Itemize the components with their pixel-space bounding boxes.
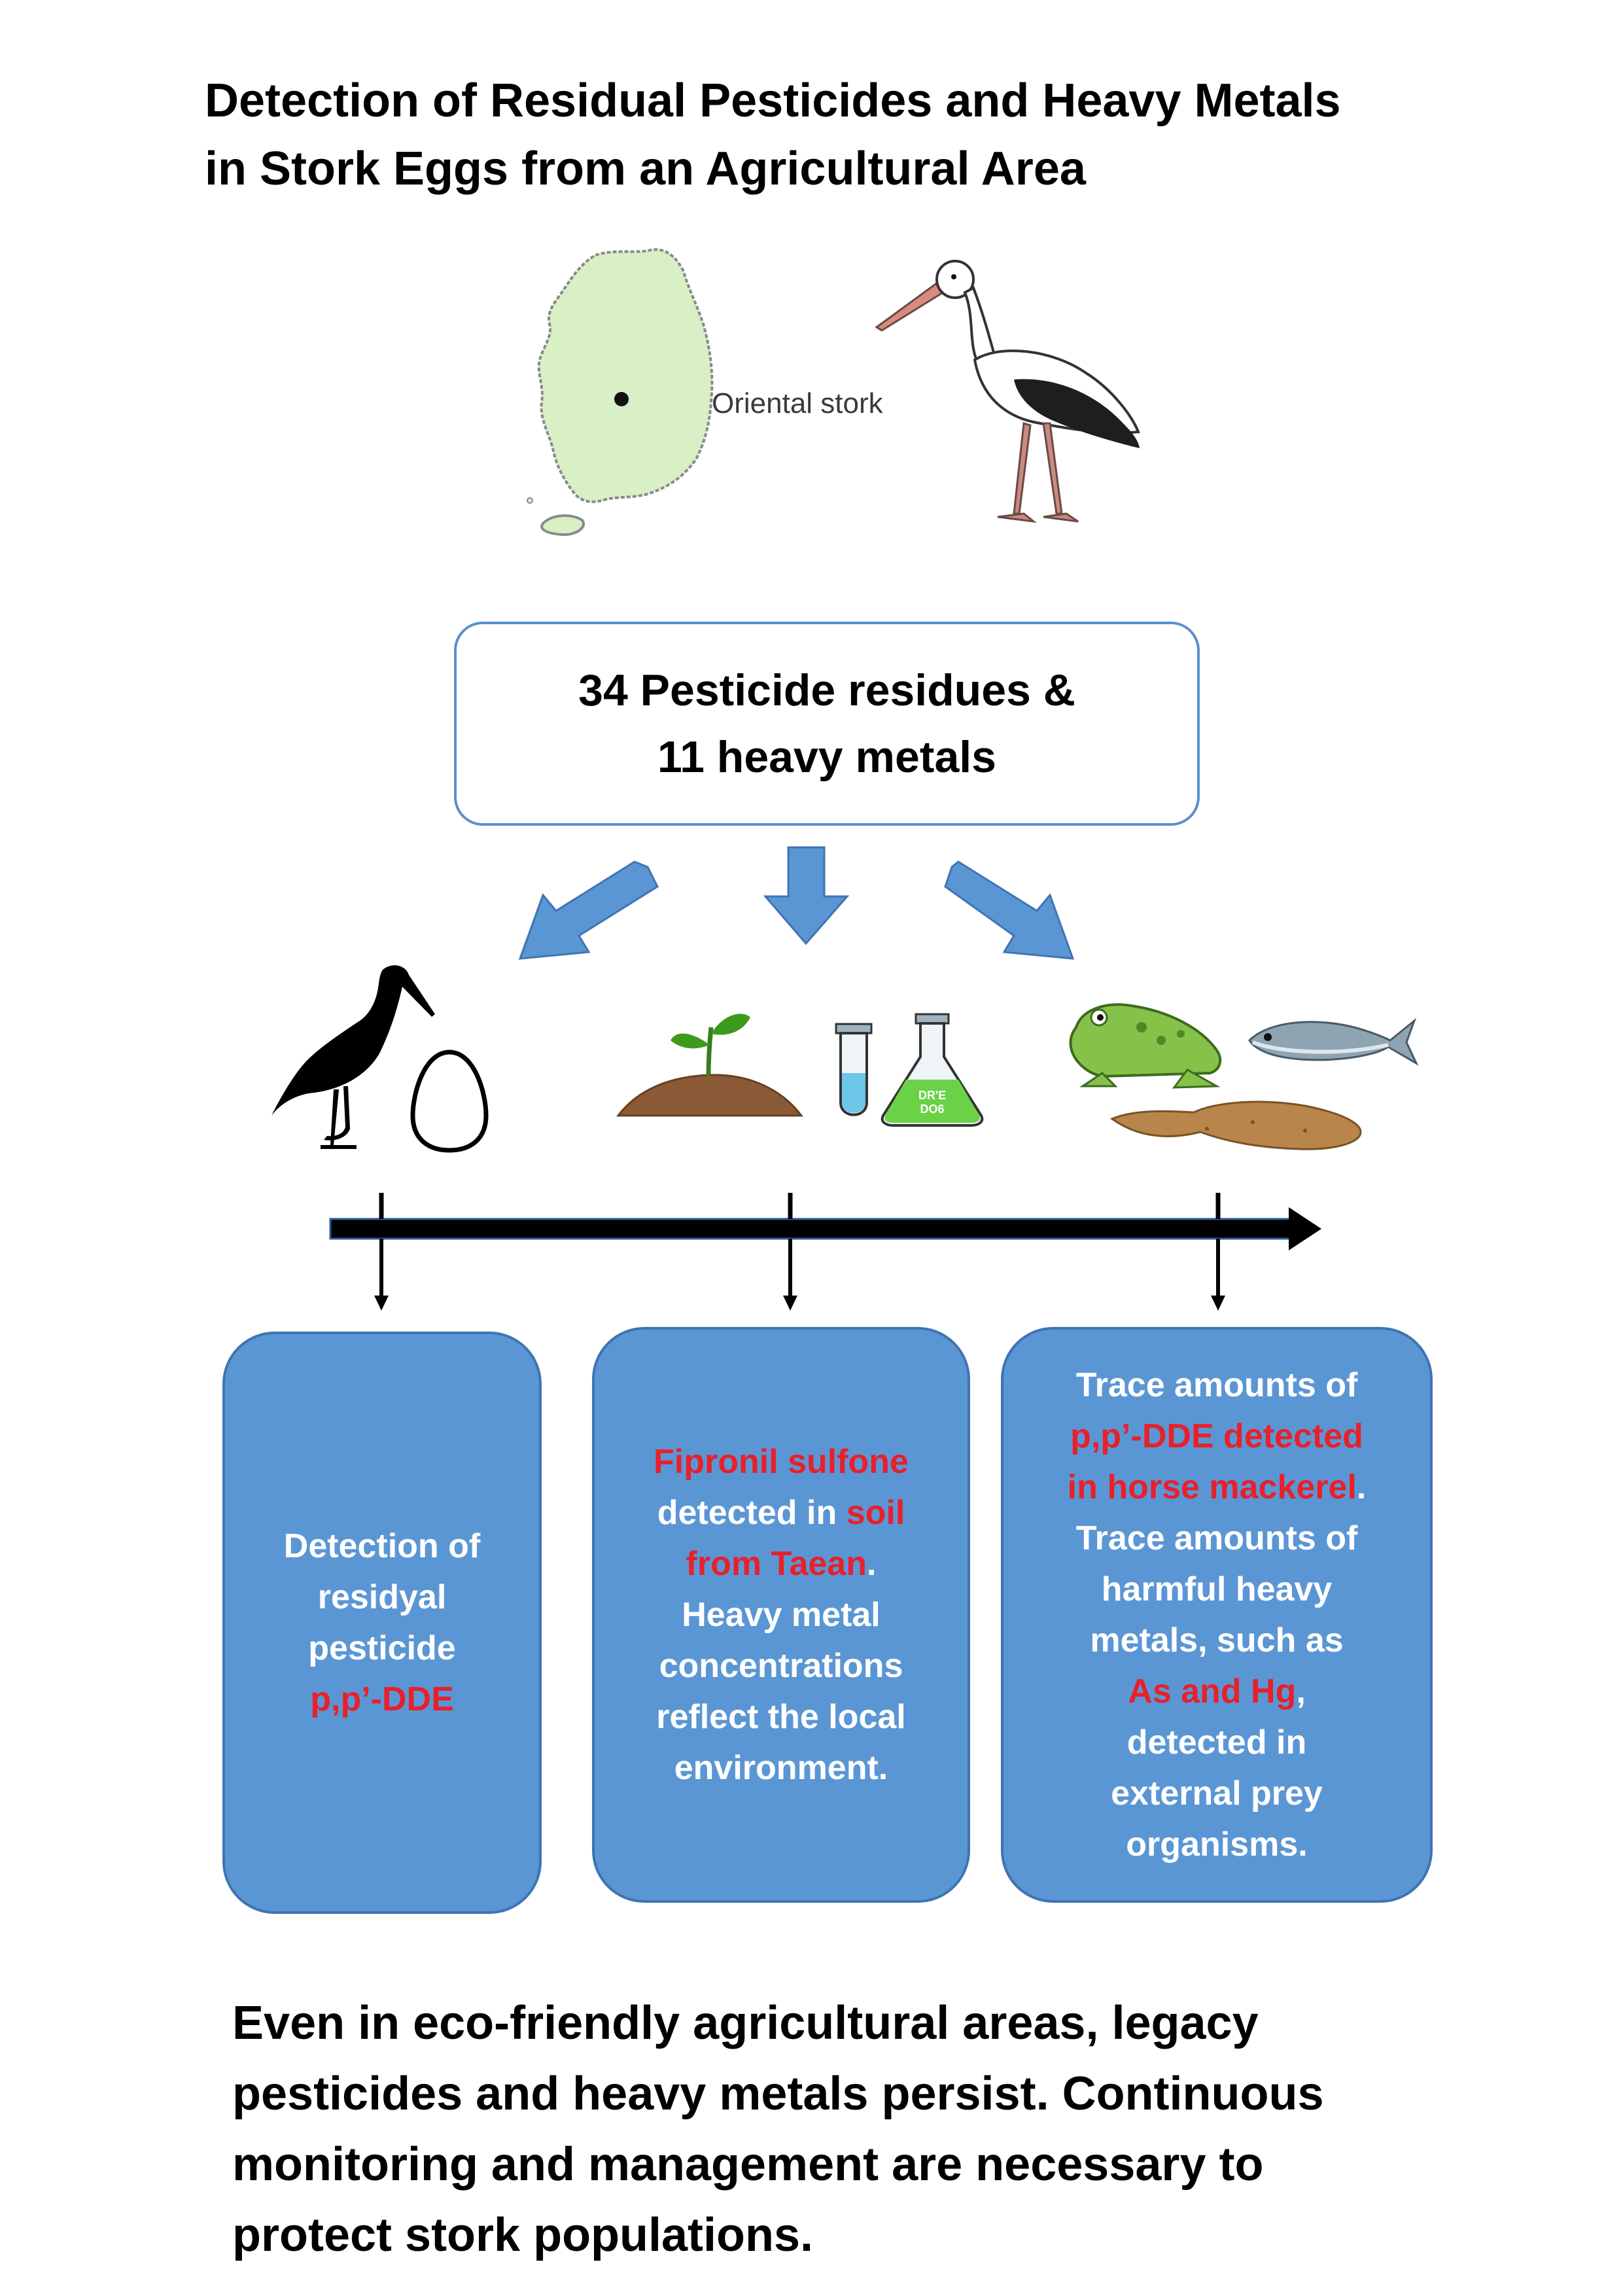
arrow-down-right-icon — [944, 860, 1075, 960]
flask-icon: DR'E DO6 — [881, 1013, 984, 1127]
box-right-line-10: organisms. — [1126, 1826, 1308, 1863]
box-mid-line-2-highlight: soil — [846, 1494, 905, 1532]
korea-map-icon — [527, 248, 714, 537]
center-summary-box: 34 Pesticide residues & 11 heavy metals — [454, 622, 1200, 826]
frog-icon — [1069, 1003, 1222, 1089]
box-right-line-5: harmful heavy — [1101, 1570, 1333, 1608]
svg-text:DR'E: DR'E — [918, 1089, 946, 1102]
test-tube-icon — [835, 1023, 873, 1116]
box-right-line-7-highlight: As and Hg — [1128, 1672, 1297, 1710]
prey-result-box: Trace amounts of p,p’-DDE detected in ho… — [1001, 1327, 1433, 1903]
box-right-line-4: Trace amounts of — [1075, 1519, 1358, 1557]
box-right-line-2: p,p’-DDE detected — [1070, 1417, 1363, 1455]
box-mid-line-7: environment. — [674, 1749, 888, 1787]
box-right-line-3: in horse mackerel. — [1068, 1462, 1367, 1513]
conclusion-text: Even in eco-friendly agricultural areas,… — [232, 1988, 1475, 2270]
fish-icon — [1248, 1017, 1419, 1066]
conclusion-line-3: monitoring and management are necessary … — [232, 2138, 1264, 2191]
stork-silhouette-icon — [271, 965, 435, 1149]
box-right-line-1: Trace amounts of — [1075, 1366, 1358, 1404]
conclusion-line-1: Even in eco-friendly agricultural areas,… — [232, 1997, 1259, 2049]
box-mid-line-3-highlight: from Taean — [686, 1545, 867, 1583]
box-left-line-4: p,p’-DDE — [310, 1680, 454, 1718]
conclusion-line-2: pesticides and heavy metals persist. Con… — [232, 2068, 1324, 2120]
box-left-line-1: Detection of — [283, 1527, 481, 1565]
box-right-line-3-highlight: in horse mackerel — [1067, 1468, 1357, 1506]
box-mid-line-3: from Taean. — [686, 1538, 877, 1589]
arrow-down-icon — [763, 846, 850, 945]
box-right-line-9: external prey — [1111, 1775, 1323, 1812]
stork-egg-result-box: Detection of residyal pesticide p,p’-DDE — [222, 1332, 542, 1914]
box-right-line-3-text: . — [1356, 1468, 1367, 1506]
box-right-line-6: metals, such as — [1090, 1621, 1344, 1659]
box-mid-line-3-text: . — [866, 1545, 877, 1583]
stork-icon — [875, 260, 1140, 523]
box-mid-line-1: Fipronil sulfone — [654, 1443, 909, 1481]
box-mid-line-2: detected in soil — [657, 1487, 905, 1538]
box-right-line-7: As and Hg, — [1128, 1666, 1306, 1717]
arrow-down-left-icon — [518, 860, 659, 960]
egg-icon — [410, 1050, 489, 1153]
seedling-soil-icon — [616, 1014, 804, 1117]
center-line-2: 11 heavy metals — [657, 732, 996, 782]
box-right-line-7-text: , — [1296, 1672, 1306, 1710]
title-line-1: Detection of Residual Pesticides and Hea… — [205, 75, 1341, 127]
soil-result-box: Fipronil sulfone detected in soil from T… — [592, 1327, 970, 1903]
box-left-line-3: pesticide — [308, 1629, 456, 1667]
conclusion-line-4: protect stork populations. — [232, 2209, 814, 2261]
box-mid-line-5: concentrations — [659, 1647, 903, 1685]
timeline-arrow — [329, 1193, 1321, 1311]
box-right-line-8: detected in — [1126, 1723, 1307, 1761]
tadpole-icon — [1109, 1101, 1362, 1150]
box-left-line-2: residyal — [317, 1578, 447, 1616]
box-mid-line-2-text: detected in — [657, 1494, 846, 1532]
box-mid-line-6: reflect the local — [656, 1698, 906, 1736]
title-line-2: in Stork Eggs from an Agricultural Area — [205, 143, 1086, 195]
center-line-1: 34 Pesticide residues & — [578, 665, 1075, 715]
box-mid-line-4: Heavy metal — [682, 1596, 881, 1634]
oriental-stork-label: Oriental stork — [712, 387, 883, 419]
svg-text:DO6: DO6 — [920, 1103, 944, 1116]
